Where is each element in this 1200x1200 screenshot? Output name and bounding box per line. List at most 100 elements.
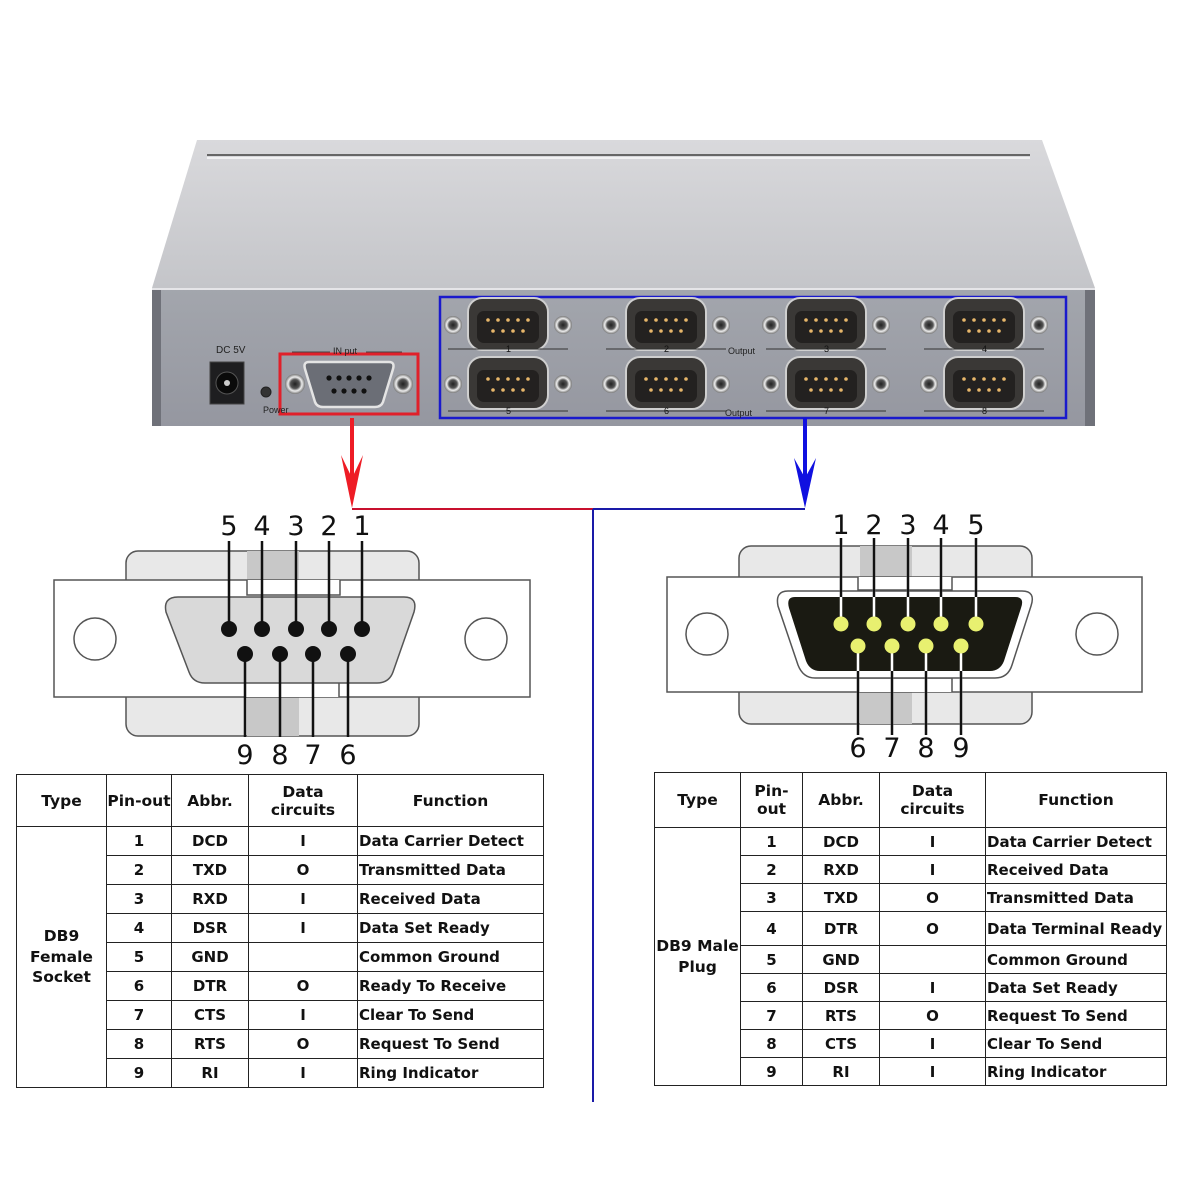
data-circuit-cell: I: [879, 1057, 986, 1086]
output-port-number: 2: [664, 344, 669, 354]
function-cell: Ring Indicator: [985, 1057, 1167, 1086]
output-port-number: 6: [664, 406, 669, 416]
male-shell: [788, 597, 1023, 671]
pin-4: [254, 621, 270, 637]
pin-2: [321, 621, 337, 637]
pin-number-cell: 5: [740, 945, 803, 974]
abbreviation-cell: GND: [171, 942, 249, 972]
output-db9-port: [444, 356, 572, 412]
data-circuit-cell: I: [879, 827, 986, 856]
connector-type-label: DB9 Male: [656, 936, 739, 955]
output-db9-port: [602, 356, 730, 412]
function-cell: Received Data: [985, 855, 1167, 884]
function-cell: Common Ground: [357, 942, 544, 972]
pin-number-cell: 6: [740, 973, 803, 1002]
pin-6: [850, 638, 866, 654]
data-circuit-cell: I: [879, 1029, 986, 1058]
function-cell: Common Ground: [985, 945, 1167, 974]
pin-number-cell: 4: [740, 911, 803, 946]
function-cell: Data Terminal Ready: [985, 911, 1167, 946]
column-header: Data circuits: [879, 772, 986, 828]
function-cell: Data Carrier Detect: [985, 827, 1167, 856]
pin-4: [933, 616, 949, 632]
pin-number-label: 6: [339, 740, 357, 771]
pin-number-label: 8: [271, 740, 289, 771]
function-cell: Ring Indicator: [357, 1058, 544, 1088]
output-port-number: 5: [506, 406, 511, 416]
pin-number-cell: 8: [106, 1029, 172, 1059]
pin-number-label: 9: [236, 740, 254, 771]
pin-number-label: 5: [967, 510, 985, 541]
abbreviation-cell: DTR: [171, 971, 249, 1001]
output-port-number: 4: [982, 344, 987, 354]
pin-9: [237, 646, 253, 662]
data-circuit-cell: I: [879, 973, 986, 1002]
function-cell: Clear To Send: [985, 1029, 1167, 1058]
function-cell: Received Data: [357, 884, 544, 914]
data-circuit-cell: I: [248, 1000, 358, 1030]
pin-9: [953, 638, 969, 654]
abbreviation-cell: GND: [802, 945, 880, 974]
pin-number-label: 5: [220, 511, 238, 542]
function-cell: Data Set Ready: [985, 973, 1167, 1002]
function-cell: Transmitted Data: [985, 883, 1167, 912]
column-header: Pin-out: [740, 772, 803, 828]
pin-number-label: 6: [849, 733, 867, 764]
power-label: Power: [263, 405, 289, 415]
abbreviation-cell: DSR: [802, 973, 880, 1002]
pin-5: [968, 616, 984, 632]
input-port-highlight: [278, 352, 420, 416]
data-circuit-cell: I: [248, 1058, 358, 1088]
column-header: Type: [654, 772, 741, 828]
female-shell: [164, 596, 416, 684]
db9-male-plug-diagram: [666, 538, 1143, 735]
output-port-number: 7: [824, 406, 829, 416]
pin-7: [305, 646, 321, 662]
output-db9-port: [602, 297, 730, 351]
pin-number-cell: 7: [740, 1001, 803, 1030]
pin-number-cell: 4: [106, 913, 172, 943]
output-row2-label: Output: [725, 408, 753, 418]
pin-number-cell: 2: [106, 855, 172, 885]
column-header: Pin-out: [106, 774, 172, 827]
data-circuit-cell: I: [248, 826, 358, 856]
pin-number-label: 1: [832, 510, 850, 541]
output-arrow-icon: [794, 458, 816, 508]
pin-number-label: 3: [287, 511, 305, 542]
data-circuit-cell: [248, 942, 358, 972]
connector-type-label: DB9: [43, 926, 80, 945]
pin-5: [221, 621, 237, 637]
device-top-cover: [152, 140, 1095, 288]
pin-number-label: 7: [883, 733, 901, 764]
pin-3: [288, 621, 304, 637]
column-header: Abbr.: [802, 772, 880, 828]
pin-number-label: 2: [865, 510, 883, 541]
pin-number-cell: 2: [740, 855, 803, 884]
connector-type-label: Plug: [678, 957, 717, 976]
output-db9-port: [762, 356, 890, 412]
column-header: Type: [16, 774, 107, 827]
pin-number-label: 2: [320, 511, 338, 542]
column-header: Abbr.: [171, 774, 249, 827]
data-circuit-cell: I: [248, 884, 358, 914]
pin-number-label: 7: [304, 740, 322, 771]
output-ports-highlight: [438, 295, 1068, 420]
pin-7: [884, 638, 900, 654]
abbreviation-cell: RI: [802, 1057, 880, 1086]
data-circuit-cell: O: [248, 855, 358, 885]
pin-number-label: 1: [353, 511, 371, 542]
output-port-number: 3: [824, 344, 829, 354]
pin-3: [900, 616, 916, 632]
function-cell: Clear To Send: [357, 1000, 544, 1030]
output-db9-port: [762, 297, 890, 351]
function-cell: Request To Send: [357, 1029, 544, 1059]
